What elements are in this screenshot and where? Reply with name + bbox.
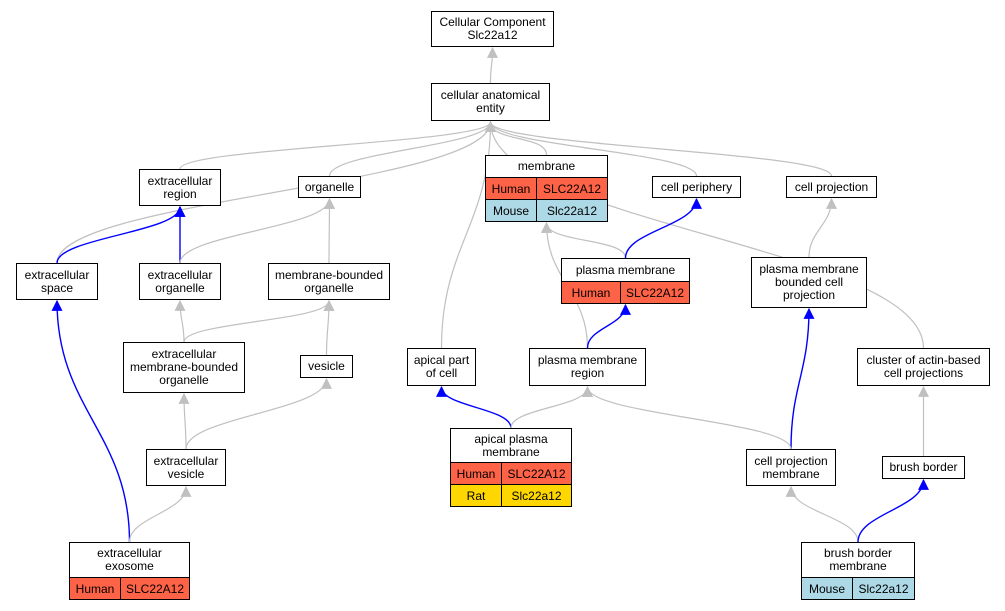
node-cellular-anatomical-entity[interactable]: cellular anatomical entity [431, 83, 550, 121]
node-brush-border-membrane[interactable]: brush border membrane Mouse Slc22a12 [801, 542, 915, 600]
annotation-row: Human SLC22A12 [70, 577, 189, 599]
edge-ecs-to-ecr [56, 205, 186, 264]
edge-mem-to-cae [485, 120, 548, 156]
edge-ves-to-mbo [323, 299, 335, 356]
species-cell: Human [486, 178, 537, 199]
node-extracellular-space[interactable]: extracellular space [16, 263, 98, 300]
edge-ecv-to-embo [178, 392, 190, 450]
node-label: brush border [889, 460, 958, 474]
node-cluster-of-actin-based-cell-projections[interactable]: cluster of actin-based cell projections [857, 348, 990, 386]
edge-embo-to-eco [174, 299, 186, 343]
node-brush-border[interactable]: brush border [882, 456, 965, 479]
node-apical-plasma-membrane[interactable]: apical plasma membrane Human SLC22A12 Ra… [450, 428, 572, 507]
edge-mbo-to-org [323, 197, 335, 264]
edge-ecv-to-ves [185, 377, 332, 450]
node-vesicle[interactable]: vesicle [300, 355, 353, 378]
edge-bbm-to-bb [857, 478, 929, 543]
species-cell: Human [70, 578, 121, 599]
node-cellular-component[interactable]: Cellular Component Slc22a12 [431, 11, 554, 47]
node-plasma-membrane-bounded-cell-projection[interactable]: plasma membrane bounded cell projection [751, 257, 867, 308]
species-cell: Human [562, 282, 621, 303]
edge-pmbcp-to-cproj [808, 197, 837, 258]
species-cell: Rat [451, 485, 502, 506]
node-membrane-bounded-organelle[interactable]: membrane-bounded organelle [268, 263, 390, 300]
node-label: membrane [517, 159, 576, 173]
node-label: membrane-bounded organelle [274, 267, 384, 295]
gene-cell: SLC22A12 [121, 578, 189, 599]
node-label: apical part of cell [413, 353, 470, 380]
annotation-row: Mouse Slc22a12 [802, 577, 914, 599]
edge-apm-to-apc [436, 385, 512, 429]
node-label: extracellular exosome [97, 546, 162, 573]
edge-eco-to-org [179, 197, 335, 264]
edge-cproj-to-cae [485, 120, 833, 177]
node-plasma-membrane-region[interactable]: plasma membrane region [529, 348, 646, 386]
edge-exo-to-ecv [128, 485, 192, 543]
node-apical-part-of-cell[interactable]: apical part of cell [407, 348, 476, 386]
node-label: plasma membrane region [537, 353, 638, 380]
node-label: extracellular space [24, 267, 90, 295]
edge-cpm-to-pmbcp [790, 307, 815, 450]
annotation-row: Human SLC22A12 [486, 177, 607, 199]
node-label: cluster of actin-based cell projections [866, 353, 981, 380]
gene-cell: Slc22a12 [502, 485, 571, 506]
edge-bbm-to-cpm [785, 485, 859, 543]
node-label: extracellular membrane-bounded organelle [129, 347, 239, 387]
gene-cell: Slc22a12 [853, 578, 914, 599]
node-organelle[interactable]: organelle [298, 176, 361, 198]
species-cell: Mouse [802, 578, 853, 599]
node-label: extracellular vesicle [153, 453, 219, 481]
node-extracellular-vesicle[interactable]: extracellular vesicle [146, 449, 226, 486]
node-extracellular-exosome[interactable]: extracellular exosome Human SLC22A12 [69, 542, 190, 600]
node-cell-projection[interactable]: cell projection [786, 176, 877, 198]
node-extracellular-organelle[interactable]: extracellular organelle [139, 263, 221, 300]
node-label: brush border membrane [823, 546, 893, 573]
gene-cell: SLC22A12 [502, 463, 571, 484]
annotation-row: Human SLC22A12 [562, 281, 689, 303]
node-label: plasma membrane bounded cell projection [759, 262, 859, 302]
node-label: cellular anatomical entity [440, 88, 541, 115]
node-label: cell projection membrane [754, 453, 828, 481]
annotation-row: Mouse Slc22a12 [486, 199, 607, 221]
node-label: cell periphery [660, 179, 733, 194]
node-label: cell projection [794, 179, 869, 194]
edge-exo-to-ecs [51, 299, 131, 543]
node-extracellular-membrane-bounded-organelle[interactable]: extracellular membrane-bounded organelle [123, 342, 245, 393]
node-cell-projection-membrane[interactable]: cell projection membrane [746, 449, 836, 486]
node-membrane[interactable]: membrane Human SLC22A12 Mouse Slc22a12 [485, 155, 608, 222]
edge-apm-to-pmr [510, 385, 593, 429]
edge-ecr-to-cae [179, 120, 496, 170]
edge-pmr-to-pm [586, 303, 631, 349]
edge-cp-to-cae [485, 120, 698, 177]
node-label: plasma membrane [575, 262, 676, 277]
edge-embo-to-mbo [183, 299, 335, 343]
node-plasma-membrane[interactable]: plasma membrane Human SLC22A12 [561, 258, 690, 304]
edge-cae-to-root [486, 46, 498, 84]
edge-ecs-to-cae [56, 120, 496, 264]
edge-pm-to-cp [624, 197, 702, 259]
edge-org-to-cae [328, 120, 496, 177]
node-label: Cellular Component Slc22a12 [439, 15, 546, 42]
species-cell: Mouse [486, 200, 537, 221]
annotation-row: Rat Slc22a12 [451, 484, 571, 506]
annotation-row: Human SLC22A12 [451, 462, 571, 484]
edge-cpm-to-pmr [582, 385, 792, 450]
node-label: organelle [304, 179, 355, 194]
node-extracellular-region[interactable]: extracellular region [139, 169, 221, 206]
edge-apc-to-cae [440, 120, 496, 349]
gene-cell: SLC22A12 [621, 282, 689, 303]
node-label: extracellular organelle [147, 267, 213, 295]
edge-pm-to-mem [541, 221, 627, 259]
gene-cell: Slc22a12 [537, 200, 607, 221]
gene-cell: SLC22A12 [537, 178, 607, 199]
species-cell: Human [451, 463, 502, 484]
node-label: extracellular region [147, 173, 213, 201]
node-cell-periphery[interactable]: cell periphery [652, 176, 741, 198]
node-label: vesicle [308, 359, 345, 373]
node-label: apical plasma membrane [474, 431, 548, 459]
